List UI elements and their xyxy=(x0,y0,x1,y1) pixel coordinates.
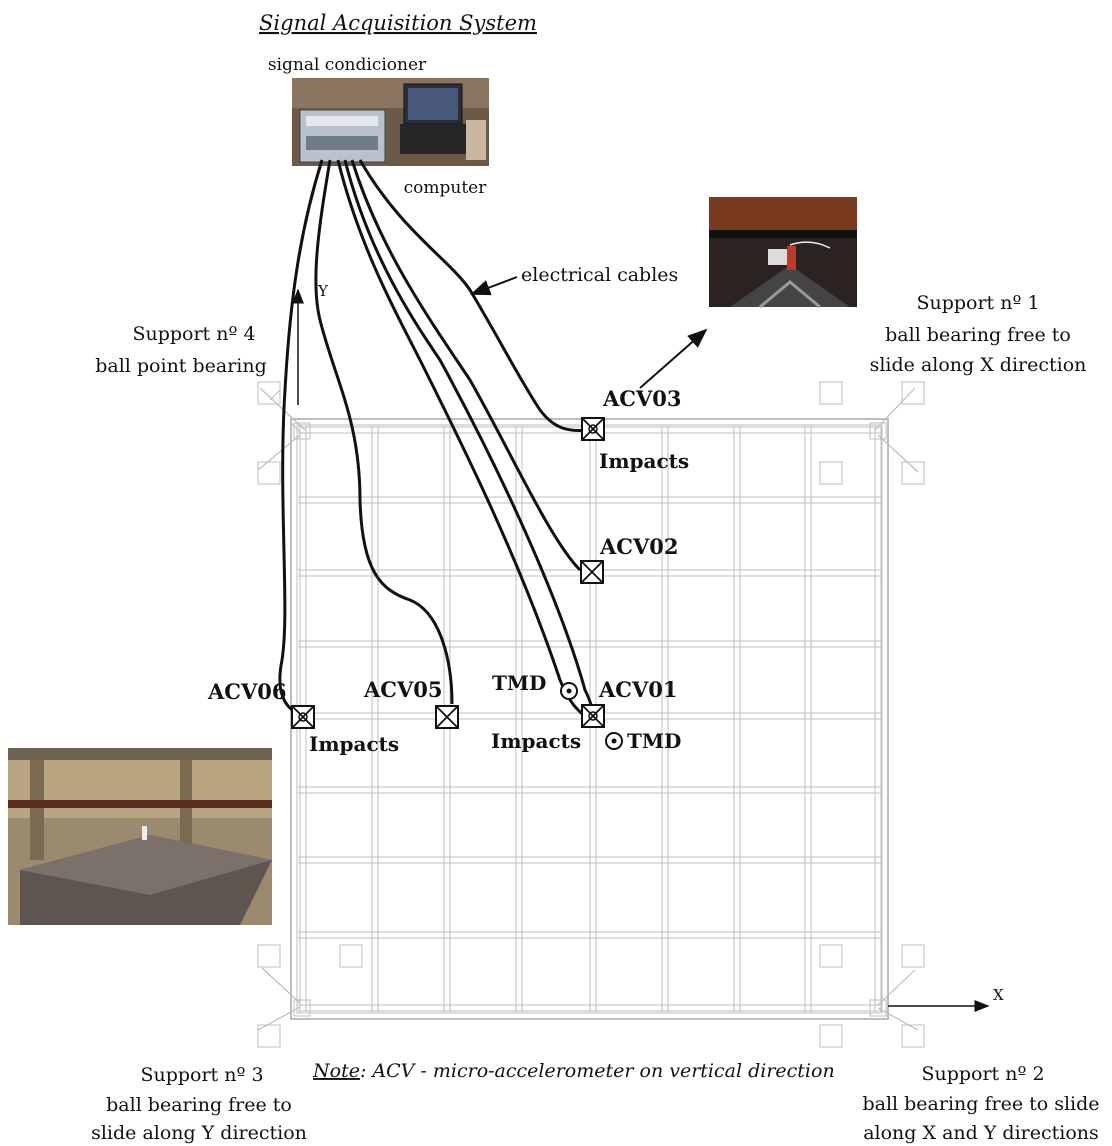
support-3-desc2: slide along Y direction xyxy=(91,1122,307,1144)
sensor-acv02 xyxy=(580,560,604,584)
support-1-name: Support nº 1 xyxy=(916,292,1039,314)
laboratory-photo xyxy=(8,748,272,925)
sensor-acv01-label: ACV01 xyxy=(598,677,678,702)
x-axis-label: X xyxy=(993,986,1004,1004)
note-prefix: Note xyxy=(312,1060,360,1082)
page-title: Signal Acquisition System xyxy=(259,11,537,35)
support-1-desc1: ball bearing free to xyxy=(885,324,1071,346)
note-body: : ACV - micro-accelerometer on vertical … xyxy=(360,1060,835,1082)
cables-label: electrical cables xyxy=(521,264,678,286)
computer-label: computer xyxy=(404,178,488,198)
sensor-acv06-label: ACV06 xyxy=(207,679,287,704)
acquisition-photo xyxy=(292,78,489,166)
support-3-name: Support nº 3 xyxy=(140,1064,263,1086)
support-2-desc2: along X and Y directions xyxy=(863,1122,1099,1144)
cables-pointer-arrow xyxy=(470,276,518,296)
sensor-acv02-label: ACV02 xyxy=(599,534,679,559)
tmd-marker-lower xyxy=(605,732,623,750)
support-2-name: Support nº 2 xyxy=(921,1063,1044,1085)
sensor-acv01 xyxy=(581,704,605,728)
sensor-acv03 xyxy=(581,417,605,441)
impacts-label-acv06: Impacts xyxy=(309,732,399,756)
support-2-desc1: ball bearing free to slide xyxy=(862,1093,1099,1115)
support-1-desc2: slide along X direction xyxy=(870,354,1087,376)
impacts-label-acv01: Impacts xyxy=(491,729,581,753)
sensor-pointer-arrow xyxy=(639,328,708,389)
tmd-marker-upper xyxy=(560,682,578,700)
sensor-acv06 xyxy=(291,705,315,729)
sensor-acv03-label: ACV03 xyxy=(602,386,682,411)
sensor-photo xyxy=(709,197,857,309)
support-3-desc1: ball bearing free to xyxy=(106,1094,292,1116)
y-axis-label: Y xyxy=(317,282,329,300)
tmd-label-lower: TMD xyxy=(627,729,681,753)
electrical-cables xyxy=(278,159,594,718)
impacts-label-acv03: Impacts xyxy=(599,449,689,473)
support-4-desc: ball point bearing xyxy=(95,355,267,377)
support-4-name: Support nº 4 xyxy=(132,323,255,345)
sensor-acv05-label: ACV05 xyxy=(363,677,443,702)
note-text: Note: ACV - micro-accelerometer on verti… xyxy=(312,1060,835,1082)
tmd-label-upper: TMD xyxy=(492,671,546,695)
sensor-acv05 xyxy=(435,705,459,729)
signal-conditioner-label: signal condicioner xyxy=(268,55,427,75)
